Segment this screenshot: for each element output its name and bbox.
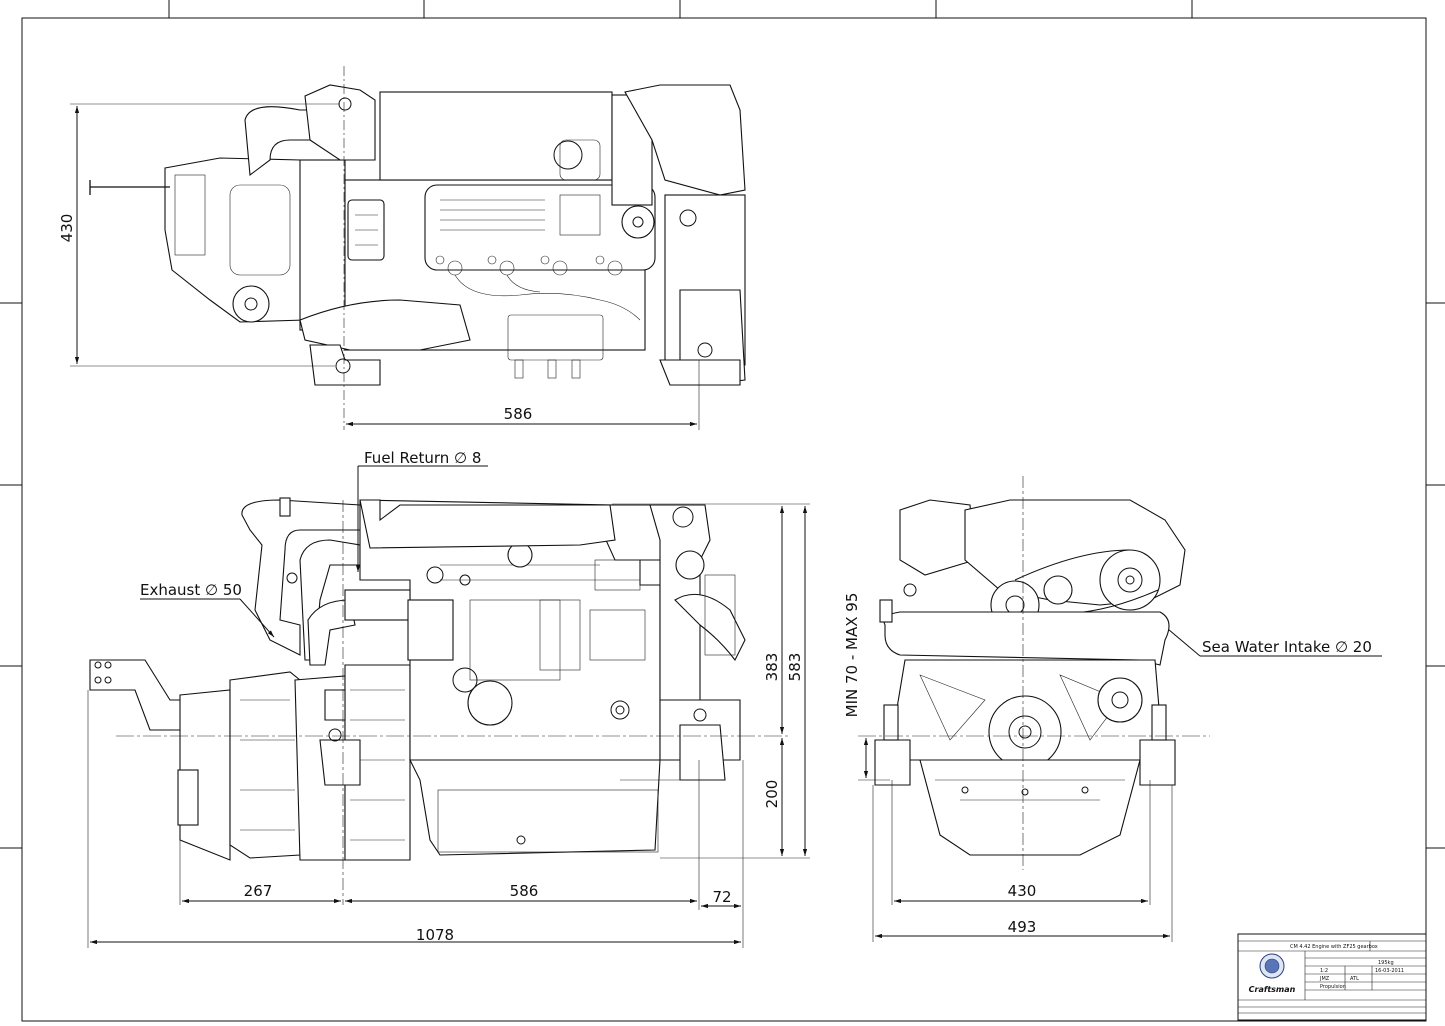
dim-side-gearbox: 267 — [244, 882, 273, 900]
dim-side-total: 1078 — [416, 926, 454, 944]
dim-side-upper: 383 — [763, 653, 781, 682]
dim-front-width: 430 — [1008, 882, 1037, 900]
title-block: CM 4.42 Engine with ZF25 gearbox 195kg 1… — [1237, 933, 1427, 1021]
title-date: 16-03-2011 — [1375, 968, 1404, 974]
front-view-engine — [874, 476, 1186, 870]
dim-top-height: 430 — [58, 214, 76, 243]
dim-side-engine: 586 — [510, 882, 539, 900]
side-view-dimensions: 267 586 72 1078 383 200 583 — [87, 500, 810, 948]
dim-side-lower: 200 — [763, 780, 781, 809]
dim-top-length: 586 — [504, 405, 533, 423]
top-view-engine — [89, 84, 746, 386]
title-checked-by: ATL — [1350, 976, 1359, 982]
dim-side-front: 72 — [712, 888, 731, 906]
top-view-dimensions: 430 586 — [58, 66, 700, 430]
dim-front-total: 493 — [1008, 918, 1037, 936]
title-scale: 1:2 — [1320, 968, 1328, 974]
dim-side-overall-height: 583 — [786, 653, 804, 682]
title-weight: 195kg — [1378, 960, 1394, 966]
callout-exhaust: Exhaust ∅ 50 — [140, 581, 242, 599]
dim-front-angle: MIN 70 - MAX 95 — [843, 593, 861, 718]
side-view-engine — [89, 497, 746, 861]
craftsman-logo: Craftsman — [1249, 953, 1296, 994]
title-category: Propulsion — [1320, 984, 1346, 990]
logo-text: Craftsman — [1249, 985, 1296, 994]
front-view-dimensions: MIN 70 - MAX 95 430 493 — [843, 593, 1210, 942]
title-drawn-by: JMZ — [1319, 976, 1330, 982]
callout-fuel-return: Fuel Return ∅ 8 — [364, 449, 481, 467]
title-description: CM 4.42 Engine with ZF25 gearbox — [1290, 944, 1378, 950]
callout-sea-water-intake: Sea Water Intake ∅ 20 — [1202, 638, 1372, 656]
callouts: Fuel Return ∅ 8 Exhaust ∅ 50 Sea Water I… — [140, 449, 1382, 657]
